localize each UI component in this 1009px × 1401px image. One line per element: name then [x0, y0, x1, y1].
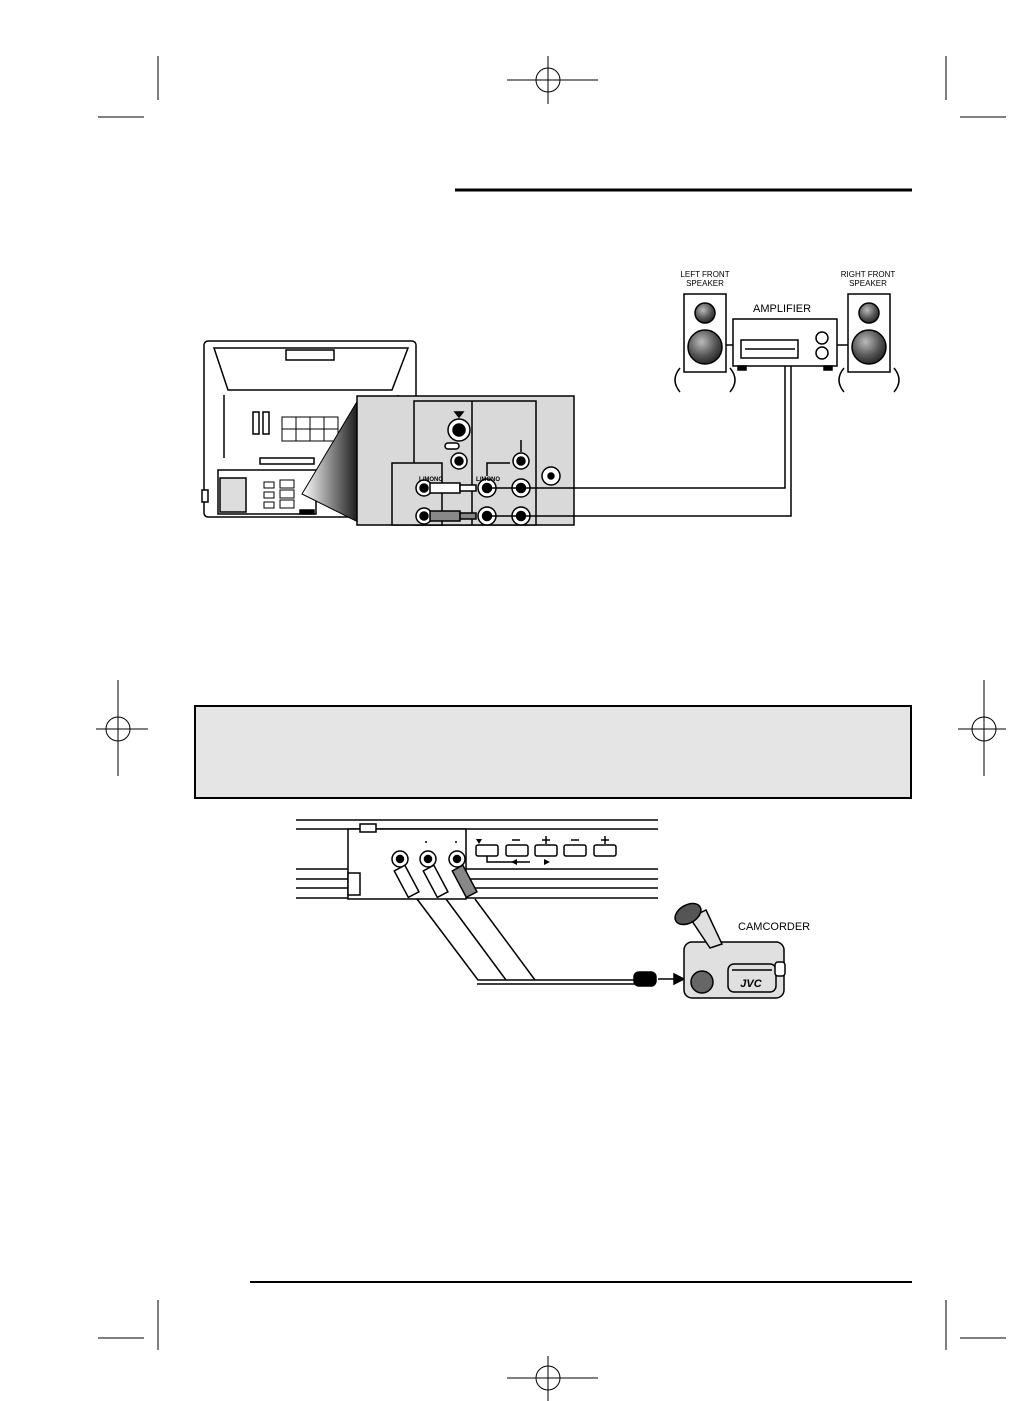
- registration-target-right: [958, 680, 1006, 776]
- amplifier-label: AMPLIFIER: [753, 303, 812, 315]
- right-front-speaker: [837, 293, 900, 393]
- audio-cables: [489, 365, 792, 517]
- jack-label-left: L/MONO: [419, 477, 443, 483]
- jack-label-center: L/MONO: [476, 477, 500, 483]
- right-speaker-label-line2: SPEAKER: [849, 279, 887, 288]
- left-speaker-label-line1: LEFT FRONT: [680, 270, 730, 279]
- note-box: [194, 705, 912, 799]
- registration-target-bottom: [507, 1356, 598, 1401]
- jack-panel-enlarged: [356, 395, 575, 526]
- camcorder-label: CAMCORDER: [738, 921, 811, 933]
- av-cables: [393, 864, 686, 987]
- crop-marks: [98, 56, 1006, 1350]
- camcorder: [674, 902, 786, 999]
- left-front-speaker: [674, 293, 736, 393]
- registration-target-left: [96, 680, 148, 776]
- camcorder-brand: JVC: [740, 978, 762, 990]
- amplifier: [732, 318, 838, 371]
- right-speaker-label-line1: RIGHT FRONT: [840, 270, 896, 279]
- left-speaker-label-line2: SPEAKER: [686, 279, 724, 288]
- right-speaker-label: RIGHT FRONT SPEAKER: [832, 270, 904, 288]
- registration-target-top: [507, 56, 598, 104]
- left-speaker-label: LEFT FRONT SPEAKER: [672, 270, 738, 288]
- tv-front-panel: [296, 819, 658, 900]
